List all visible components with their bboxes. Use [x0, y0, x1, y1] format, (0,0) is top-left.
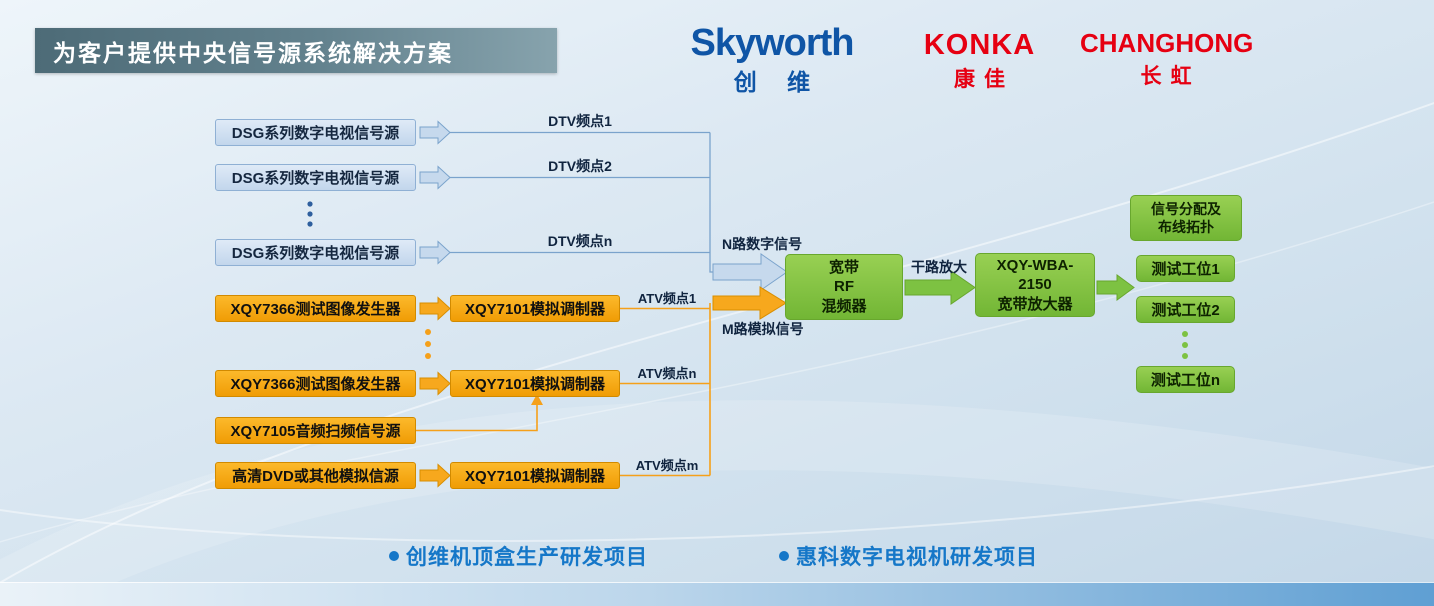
dsg-arrow-icon — [419, 120, 451, 145]
modulator-box: XQY7101模拟调制器 — [450, 295, 620, 322]
station-ellipsis-dots-icon — [1182, 331, 1188, 359]
signal-distribution-box: 信号分配及 布线拓扑 — [1130, 195, 1242, 241]
atv-channel-label: ATV频点n — [637, 366, 697, 381]
dsg-arrow-icon — [419, 165, 451, 190]
analog-ellipsis-dots-icon — [425, 329, 431, 359]
dsg-source-box: DSG系列数字电视信号源 — [215, 239, 416, 266]
digital-bus-label: N路数字信号 — [722, 236, 803, 252]
project-label: 惠科数字电视机研发项目 — [796, 546, 1038, 569]
dtv-channel-label: DTV频点1 — [548, 113, 612, 129]
atv-channel-label: ATV频点1 — [637, 291, 697, 306]
analog-source-box: XQY7366测试图像发生器 — [215, 370, 416, 397]
digital-bus-arrow-icon — [712, 253, 788, 291]
analog-source-box: 高清DVD或其他模拟信源 — [215, 462, 416, 489]
broadband-amplifier-box: XQY-WBA- 2150 宽带放大器 — [975, 253, 1095, 317]
dsg-source-box: DSG系列数字电视信号源 — [215, 164, 416, 191]
atv-channel-label: ATV频点m — [635, 458, 699, 473]
konka-wordmark: KONKA — [923, 29, 1036, 61]
analog-source-box: XQY7366测试图像发生器 — [215, 295, 416, 322]
bottom-gradient-bar — [0, 582, 1434, 606]
amplifier-output-arrow-icon — [1096, 274, 1135, 301]
atv-bus-lines — [620, 303, 711, 477]
header-banner: 为客户提供中央信号源系统解决方案 — [35, 28, 557, 73]
konka-logo: KONKA 康佳 — [912, 31, 1047, 93]
test-station-box: 测试工位1 — [1136, 255, 1235, 282]
audio-sweep-feed-line — [416, 403, 538, 432]
dsg-arrow-icon — [419, 240, 451, 265]
skyworth-wordmark: Skyworth — [690, 22, 854, 64]
analog-source-box: XQY7105音频扫频信号源 — [215, 417, 416, 444]
rf-mixer-box: 宽带 RF 混频器 — [785, 254, 903, 320]
modulator-box: XQY7101模拟调制器 — [450, 370, 620, 397]
skyworth-logo: Skyworth 创 维 — [668, 24, 876, 97]
changhong-wordmark: CHANGHONG — [1080, 28, 1254, 58]
konka-chinese-name: 康佳 — [954, 68, 1014, 91]
changhong-logo: CHANGHONG 长虹 — [1080, 28, 1254, 90]
analog-source-arrow-icon — [419, 296, 451, 321]
changhong-chinese-name: 长虹 — [1140, 65, 1201, 88]
analog-bus-arrow-icon — [712, 286, 787, 320]
trunk-amplify-label: 干路放大 — [911, 259, 967, 275]
modulator-box: XQY7101模拟调制器 — [450, 462, 620, 489]
analog-bus-label: M路模拟信号 — [722, 321, 804, 337]
dtv-bus-lines — [450, 131, 713, 273]
swoosh-band — [0, 400, 1434, 606]
analog-source-arrow-icon — [419, 371, 451, 396]
analog-source-arrow-icon — [419, 463, 451, 488]
dsg-ellipsis-dots-icon — [307, 201, 313, 227]
project-label: 创维机顶盒生产研发项目 — [406, 546, 648, 569]
project-bullet-hkc: 惠科数字电视机研发项目 — [779, 541, 1038, 571]
test-station-box: 测试工位2 — [1136, 296, 1235, 323]
dsg-source-box: DSG系列数字电视信号源 — [215, 119, 416, 146]
project-bullet-skyworth: 创维机顶盒生产研发项目 — [389, 541, 648, 571]
page-title: 为客户提供中央信号源系统解决方案 — [53, 39, 453, 66]
bullet-icon — [389, 551, 399, 561]
bullet-icon — [779, 551, 789, 561]
skyworth-chinese-name: 创 维 — [733, 69, 823, 95]
test-station-box: 测试工位n — [1136, 366, 1235, 393]
dtv-channel-label: DTV频点n — [547, 233, 613, 249]
dtv-channel-label: DTV频点2 — [548, 158, 612, 174]
